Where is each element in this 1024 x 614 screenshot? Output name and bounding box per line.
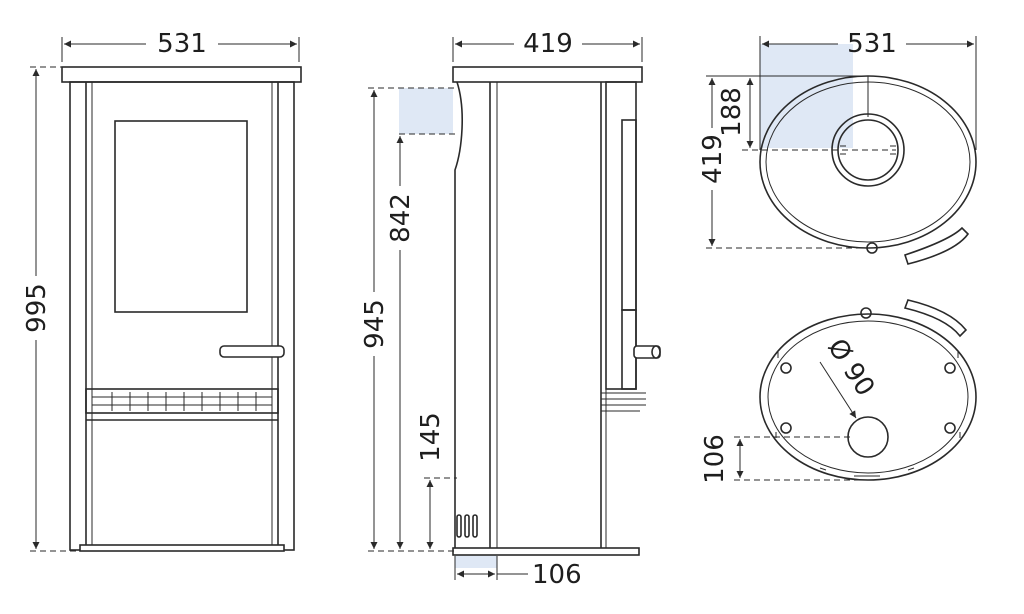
side-top-cap — [452, 66, 643, 83]
top-depth-label: 419 — [698, 134, 728, 184]
bottom-offset-label: 106 — [700, 434, 730, 484]
bottom-view: Ø 90 106 — [700, 299, 977, 484]
top-flue-offset-label: 188 — [717, 87, 747, 137]
front-width-label: 531 — [157, 29, 207, 59]
side-flue-highlight — [399, 88, 453, 134]
bottom-body-outline — [759, 313, 977, 481]
side-total-height-label: 945 — [360, 299, 390, 349]
door-handle — [219, 345, 285, 358]
bottom-handle — [903, 299, 968, 338]
front-base — [79, 544, 285, 552]
side-air-inlet-height-label: 145 — [416, 412, 446, 462]
front-glass-window — [114, 120, 248, 313]
side-door-frame — [605, 81, 637, 390]
side-flue-height-label: 842 — [386, 193, 416, 243]
top-flue-highlight — [760, 44, 853, 148]
top-width-label: 531 — [847, 29, 897, 59]
side-base — [452, 547, 640, 556]
side-view: 419 945 842 145 106 — [360, 29, 661, 590]
front-vent-grille — [85, 388, 279, 414]
front-view: 531 995 — [22, 29, 302, 552]
top-handle — [903, 226, 970, 265]
side-air-inlet-offset-label: 106 — [532, 560, 582, 590]
top-view: 531 419 188 — [698, 29, 977, 265]
side-door-glass — [621, 119, 637, 311]
front-body — [69, 81, 295, 551]
front-height-label: 995 — [22, 283, 52, 333]
bottom-diameter-label: Ø 90 — [821, 334, 880, 402]
side-rear-profile — [454, 81, 463, 550]
side-depth-label: 419 — [523, 29, 573, 59]
bottom-air-inlet — [847, 416, 889, 458]
front-top-cap — [61, 66, 302, 83]
